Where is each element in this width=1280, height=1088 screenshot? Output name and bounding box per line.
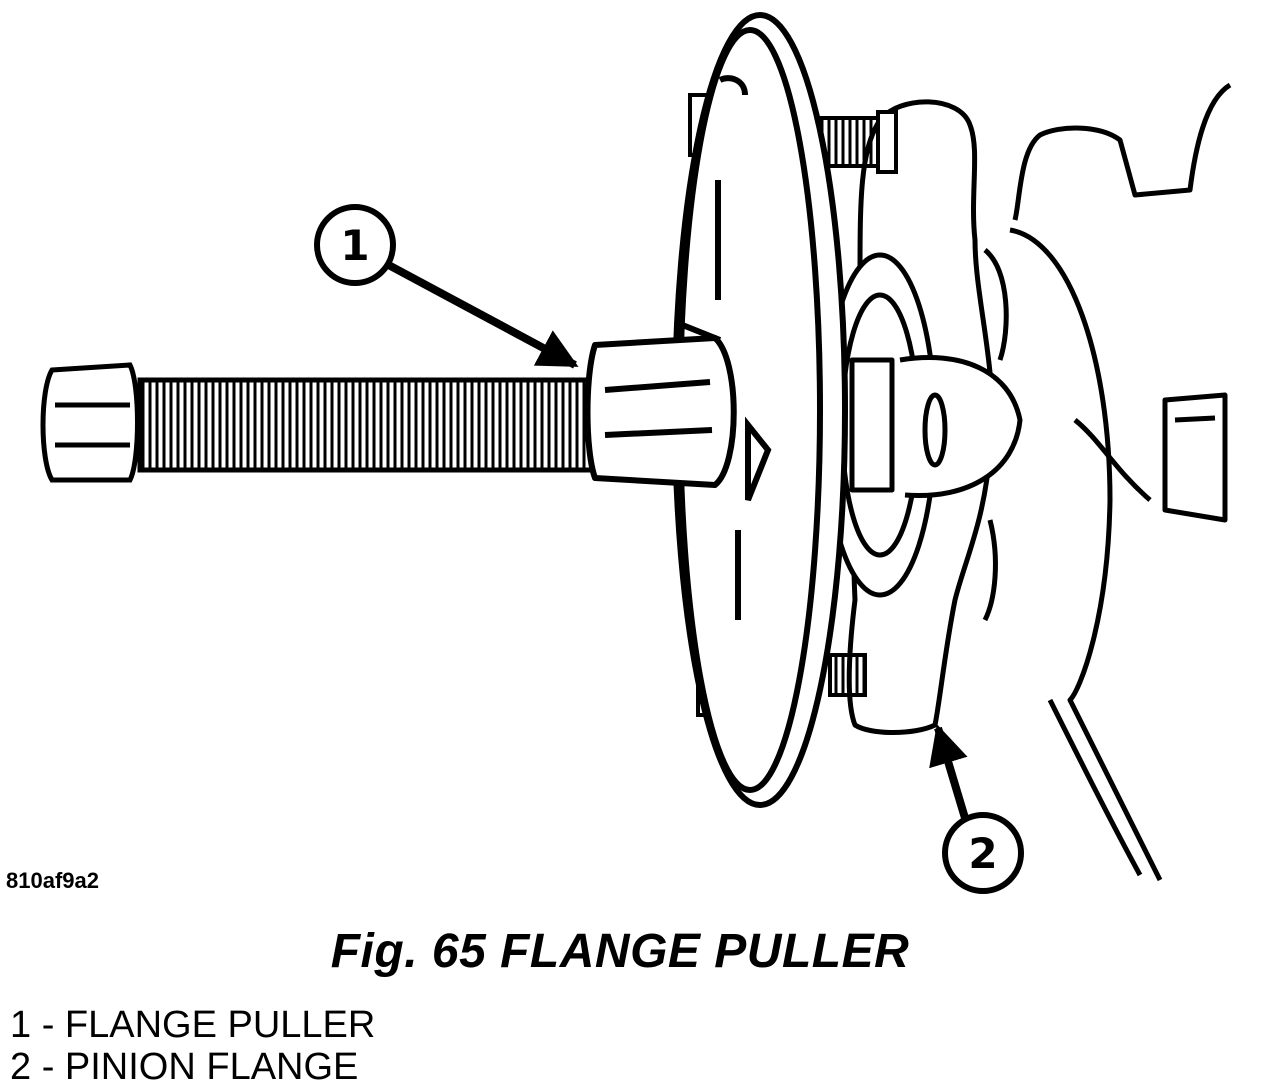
figure-caption: Fig. 65 FLANGE PULLER: [330, 925, 910, 978]
axle-housing: [1009, 82, 1232, 882]
image-code: 810af9a2: [6, 868, 99, 893]
pinion-flange: [822, 99, 1023, 735]
legend: 1 - FLANGE PULLER 2 - PINION FLANGE: [10, 1004, 375, 1088]
puller-plate: [672, 12, 848, 808]
legend-item-1: 1 - FLANGE PULLER: [10, 1004, 376, 1046]
callout-1-number: 1: [340, 221, 369, 270]
legend-item-2: 2 - PINION FLANGE: [10, 1046, 359, 1088]
callout-2: 2: [929, 724, 1024, 894]
callout-2-number: 2: [968, 829, 997, 878]
callout-1: 1: [314, 204, 579, 369]
forcing-screw: [40, 362, 603, 483]
center-hub: [584, 319, 737, 488]
flange-puller-illustration: 1 2: [40, 12, 1232, 894]
